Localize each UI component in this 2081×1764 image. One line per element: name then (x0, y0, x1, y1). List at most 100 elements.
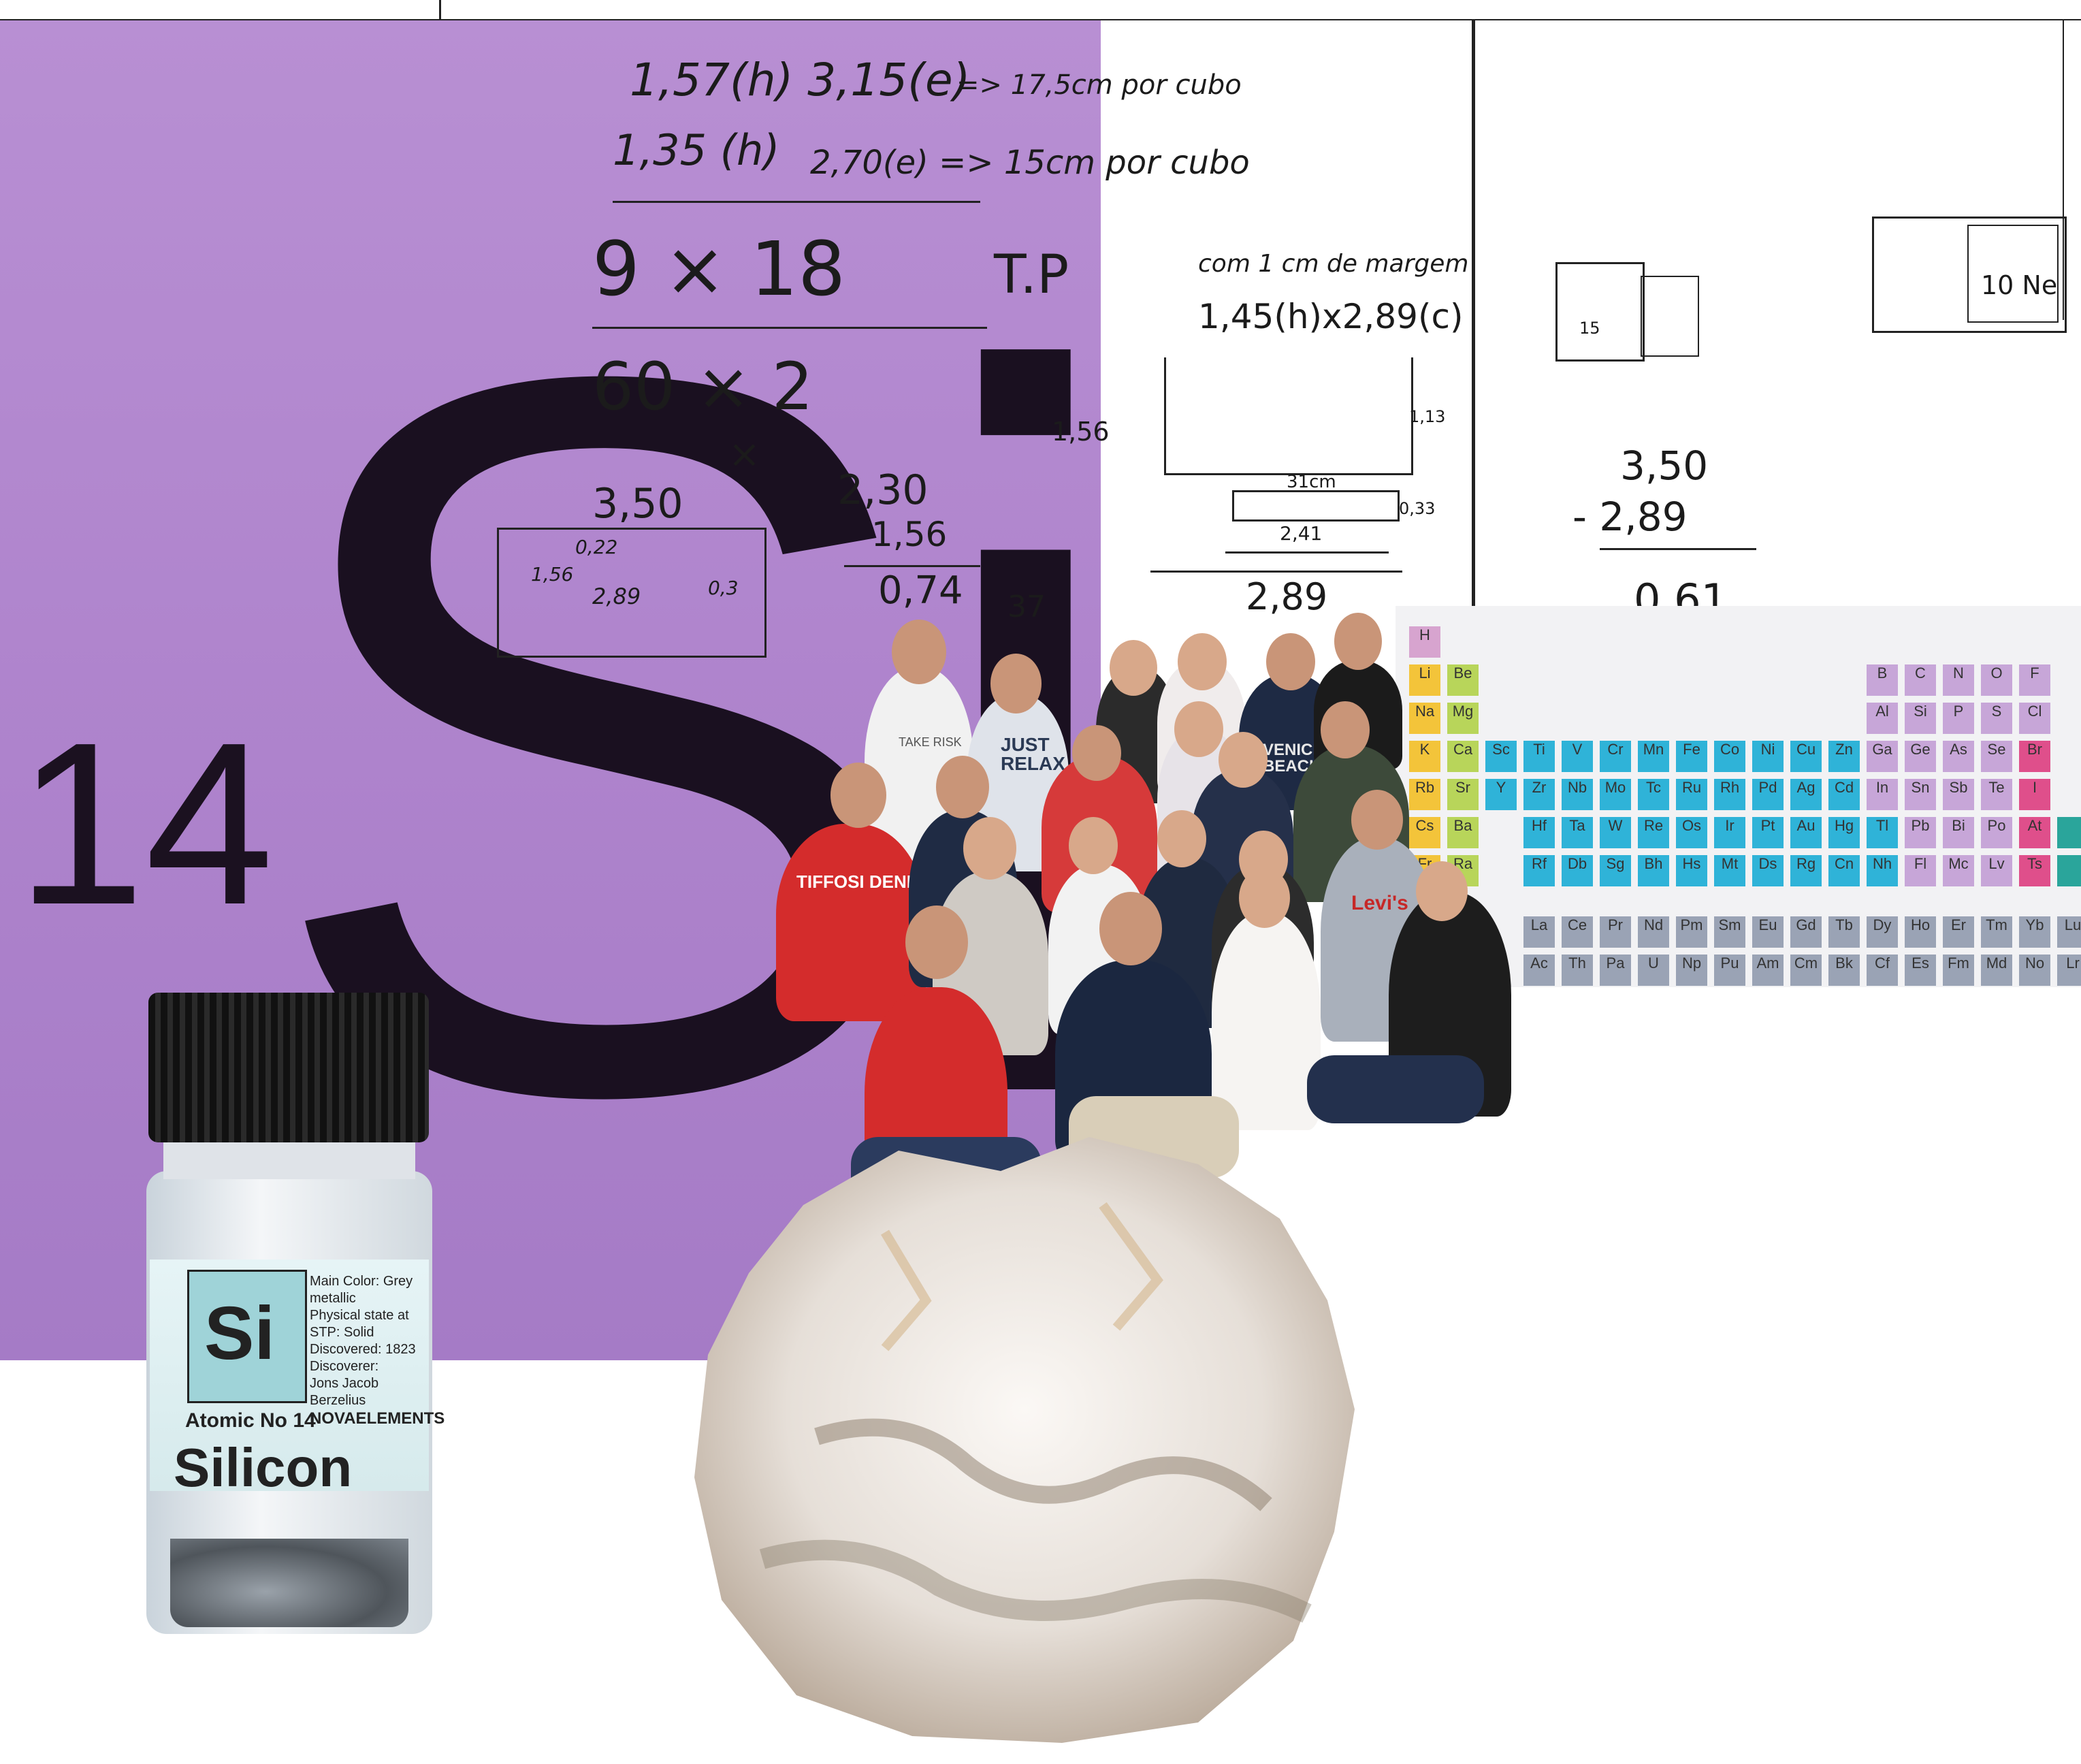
handwriting-right-6: 0,33 (1399, 499, 1436, 518)
element-cell-ta: Ta (1562, 817, 1593, 848)
student-face (1157, 810, 1206, 867)
element-cell-ds: Ds (1752, 855, 1784, 886)
periodic-sketch-outline (1164, 357, 1413, 475)
element-cell-cu: Cu (1790, 741, 1822, 772)
element-cell-h: H (1409, 626, 1440, 658)
students-group-photo: TAKE RISK JUST RELAX VENICE BEACH TIFFOS… (776, 606, 1572, 1225)
student-jeans (1307, 1055, 1484, 1123)
student-face (1351, 790, 1403, 850)
element-cell-es: Es (1905, 954, 1936, 986)
student-face (1321, 701, 1370, 758)
element-cell-mo: Mo (1600, 779, 1631, 810)
element-cell-hg: Hg (1828, 817, 1860, 848)
student-face (936, 756, 989, 818)
element-cell-at: At (2019, 817, 2050, 848)
element-cell-co: Co (1714, 741, 1745, 772)
vial-info-line: Jons Jacob Berzelius (310, 1376, 379, 1408)
element-cell-pa: Pa (1600, 954, 1631, 986)
handwriting-right-2: 1,45(h)x2,89(c) (1198, 297, 1464, 336)
element-sketch-box (1872, 217, 2067, 333)
vial-info-line: Discoverer: (310, 1359, 379, 1374)
subtraction-mid: - 2,89 (1572, 494, 1688, 540)
element-cell-ce: Ce (1562, 916, 1593, 948)
cube-sketch-box-2 (1641, 276, 1699, 357)
handwriting-line-12: 1,56 (531, 563, 574, 586)
element-cell-c: C (1905, 664, 1936, 696)
board-frame-line-right (2063, 20, 2064, 320)
element-cell-ge: Ge (1905, 741, 1936, 772)
element-cell-p: P (1943, 703, 1974, 734)
vial-cap (148, 993, 429, 1142)
element-cell-si: Si (1905, 703, 1936, 734)
student (776, 824, 926, 1021)
element-cell-cf: Cf (1867, 954, 1898, 986)
element-cell-cr: Cr (1600, 741, 1631, 772)
student-face (1174, 701, 1223, 757)
handwriting-line-13: 2,89 (592, 583, 641, 609)
student-face (990, 654, 1042, 713)
element-cell-tc: Tc (1638, 779, 1669, 810)
vial-info-line: Physical state at STP: Solid (310, 1308, 409, 1340)
handwriting-line-6: 3,50 (592, 480, 683, 528)
shirt-text: Levi's (1351, 892, 1408, 914)
element-cell-pt: Pt (1752, 817, 1784, 848)
handwriting-right-7: 2,41 (1280, 522, 1323, 545)
handwriting-line-4: 60 × 2 (592, 349, 813, 425)
handwriting-right-3: 1,56 (1052, 417, 1110, 447)
element-cell-au: Au (1790, 817, 1822, 848)
element-cell-sb: Sb (1943, 779, 1974, 810)
element-cell-ca: Ca (1447, 741, 1479, 772)
element-cell-as: As (1943, 741, 1974, 772)
element-cell-no: No (2019, 954, 2050, 986)
silicon-crystals (170, 1539, 408, 1627)
element-sketch-inner (1967, 225, 2059, 323)
handwriting-line-7: 2,30 (837, 466, 929, 514)
cube-sketch-label: 15 (1579, 319, 1600, 338)
underline-2 (592, 327, 987, 329)
top-border-line (0, 19, 2081, 20)
shirt-text: TIFFOSI DENIM (796, 871, 926, 892)
student-face (892, 620, 946, 684)
element-cell-cd: Cd (1828, 779, 1860, 810)
element-cell-nd: Nd (1638, 916, 1669, 948)
handwriting-line-3b: T.P (994, 244, 1069, 306)
underline-1 (613, 201, 980, 203)
quartz-crystal-rock (694, 1137, 1355, 1743)
element-cell-in: In (1867, 779, 1898, 810)
element-cell-ir: Ir (1714, 817, 1745, 848)
handwriting-right-5: 31cm (1287, 472, 1336, 492)
vial-info-line: Main Color: Grey metallic (310, 1274, 413, 1306)
element-cell-ag: Ag (1790, 779, 1822, 810)
cube-sketch-box (1555, 262, 1645, 362)
handwriting-right-1: com 1 cm de margem (1198, 250, 1469, 278)
element-cell-hf: Hf (1523, 817, 1555, 848)
handwriting-line-1: 1,57(h) 3,15(e) (630, 54, 971, 106)
element-cell-pu: Pu (1714, 954, 1745, 986)
top-tick-mark (439, 0, 441, 20)
element-cell-mc: Mc (1943, 855, 1974, 886)
element-cell-sc: Sc (1485, 741, 1517, 772)
student-face (1110, 640, 1157, 696)
student-face (1099, 892, 1162, 965)
element-cell-sg: Sg (1600, 855, 1631, 886)
element-cell-pr: Pr (1600, 916, 1631, 948)
element-cell-os: Os (1676, 817, 1707, 848)
handwriting-line-14: 0,3 (708, 577, 739, 599)
handwriting-right-4: 1,13 (1409, 407, 1446, 426)
element-cell-nb: Nb (1562, 779, 1593, 810)
element-cell-ho: Ho (1905, 916, 1936, 948)
element-cell-se: Se (1981, 741, 2012, 772)
element-cell-np: Np (1676, 954, 1707, 986)
vial-info-text: Main Color: Grey metallic Physical state… (310, 1273, 429, 1409)
handwriting-line-10: 37 (1007, 590, 1046, 624)
element-cell-cl: Cl (2019, 703, 2050, 734)
element-cell-gd: Gd (1790, 916, 1822, 948)
element-cell-ac: Ac (1523, 954, 1555, 986)
lanth-sketch-box (1232, 490, 1400, 522)
element-cell-yb: Yb (2019, 916, 2050, 948)
board-frame-line (1472, 20, 1475, 660)
element-cell-lu: Lu (2057, 916, 2081, 948)
element-cell-zn: Zn (1828, 741, 1860, 772)
element-cell-po: Po (1981, 817, 2012, 848)
